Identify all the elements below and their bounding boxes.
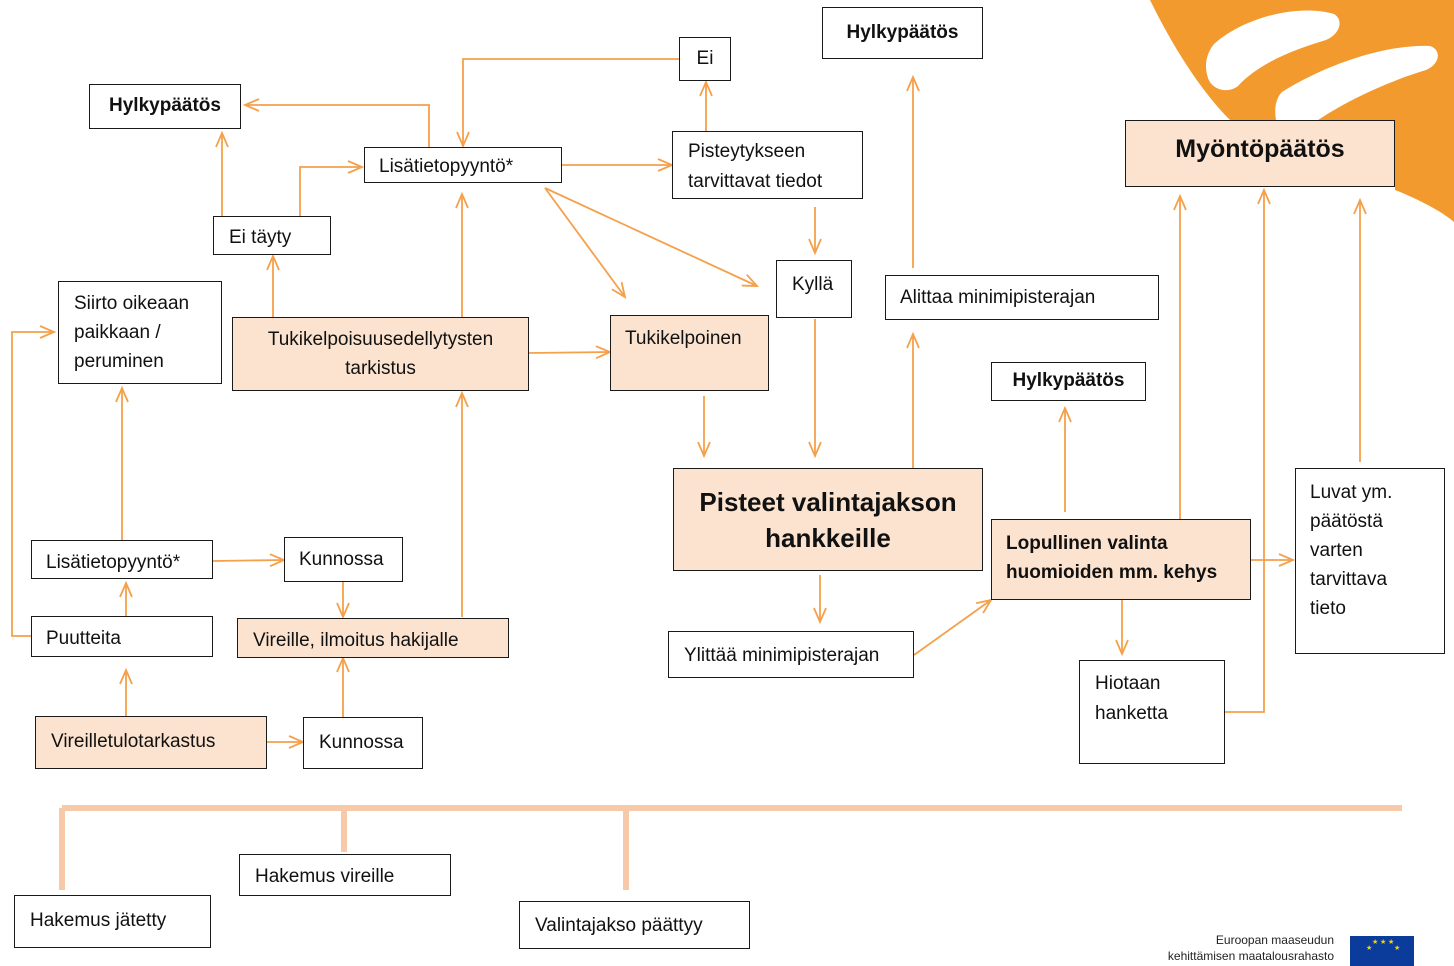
puutteita-label: Puutteita — [46, 628, 121, 649]
timeline-valintajakso-label: Valintajakso päättyy — [535, 915, 703, 936]
timeline-hakemus-jatetty-box: Hakemus jätetty — [14, 895, 211, 948]
alittaa-label: Alittaa minimipisterajan — [900, 287, 1096, 308]
luvat-box: Luvat ym. päätöstä varten tarvittava tie… — [1295, 468, 1445, 654]
pisteet-box: Pisteet valintajakson hankkeille — [673, 468, 983, 571]
ylittaa-label: Ylittää minimipisterajan — [684, 645, 880, 666]
myontopaatos-box: Myöntöpäätös — [1125, 120, 1395, 187]
timeline-hakemus-vireille-label: Hakemus vireille — [255, 866, 395, 887]
luvat-label: Luvat ym. päätöstä varten tarvittava tie… — [1310, 482, 1393, 619]
hylkypaatos-top-box: Hylkypäätös — [822, 7, 983, 59]
pisteytykseen-label: Pisteytykseen tarvittavat tiedot — [688, 141, 823, 192]
hylkypaatos-left-box: Hylkypäätös — [89, 84, 241, 129]
tukikelpoisuus-label: Tukikelpoisuusedellytysten tarkistus — [267, 329, 494, 379]
ei-tayty-label: Ei täyty — [229, 227, 292, 248]
puutteita-box: Puutteita — [31, 616, 213, 657]
ei-label: Ei — [696, 47, 714, 69]
kylla-label: Kyllä — [792, 274, 834, 295]
eu-fund-line1: Euroopan maaseudun — [1215, 933, 1334, 947]
ylittaa-box: Ylittää minimipisterajan — [668, 631, 914, 678]
vireilletulotarkastus-box: Vireilletulotarkastus — [35, 716, 267, 769]
lopullinen-box: Lopullinen valinta huomioiden mm. kehys — [991, 519, 1251, 600]
pisteet-label: Pisteet valintajakson hankkeille — [699, 486, 957, 553]
timeline-hakemus-vireille-box: Hakemus vireille — [239, 854, 451, 896]
lisatietopyynto-top-box: Lisätietopyyntö* — [364, 147, 562, 183]
vireille-ilmoitus-box: Vireille, ilmoitus hakijalle — [237, 618, 509, 658]
vireille-ilmoitus-label: Vireille, ilmoitus hakijalle — [253, 630, 459, 651]
kunnossa-upper-box: Kunnossa — [284, 537, 403, 582]
lisatietopyynto-top-label: Lisätietopyyntö* — [379, 156, 514, 177]
lisatietopyynto-low-box: Lisätietopyyntö* — [31, 540, 213, 579]
siirto-box: Siirto oikeaan paikkaan / peruminen — [58, 281, 222, 384]
lisatietopyynto-low-label: Lisätietopyyntö* — [46, 552, 181, 573]
kunnossa-lower-label: Kunnossa — [319, 732, 404, 753]
hylkypaatos-mid-box: Hylkypäätös — [991, 362, 1146, 401]
hylkypaatos-mid-label: Hylkypäätös — [1012, 370, 1125, 392]
tukikelpoisuus-box: Tukikelpoisuusedellytysten tarkistus — [232, 317, 529, 391]
pisteytykseen-box: Pisteytykseen tarvittavat tiedot — [672, 131, 863, 199]
kunnossa-upper-label: Kunnossa — [299, 549, 384, 570]
timeline-valintajakso-box: Valintajakso päättyy — [519, 901, 750, 949]
lopullinen-label: Lopullinen valinta huomioiden mm. kehys — [1006, 533, 1218, 583]
hylkypaatos-top-label: Hylkypäätös — [846, 21, 959, 43]
ei-box: Ei — [679, 37, 731, 81]
kunnossa-lower-box: Kunnossa — [303, 717, 423, 769]
hiotaan-box: Hiotaan hanketta — [1079, 660, 1225, 764]
eu-fund-text: Euroopan maaseudun kehittämisen maatalou… — [1130, 932, 1334, 964]
vireilletulotarkastus-label: Vireilletulotarkastus — [51, 731, 216, 752]
ei-tayty-box: Ei täyty — [213, 216, 331, 255]
eu-flag-icon: ★★★ ★★ — [1350, 936, 1414, 966]
tukikelpoinen-label: Tukikelpoinen — [625, 328, 742, 349]
alittaa-box: Alittaa minimipisterajan — [885, 275, 1159, 320]
hiotaan-label: Hiotaan hanketta — [1095, 673, 1168, 724]
kylla-box: Kyllä — [776, 260, 852, 318]
siirto-label: Siirto oikeaan paikkaan / peruminen — [74, 293, 190, 372]
eu-fund-line2: kehittämisen maatalousrahasto — [1167, 949, 1334, 963]
timeline-hakemus-jatetty-label: Hakemus jätetty — [30, 910, 167, 931]
tukikelpoinen-box: Tukikelpoinen — [610, 315, 769, 391]
myontopaatos-label: Myöntöpäätös — [1175, 135, 1345, 163]
hylkypaatos-left-label: Hylkypäätös — [109, 95, 221, 117]
